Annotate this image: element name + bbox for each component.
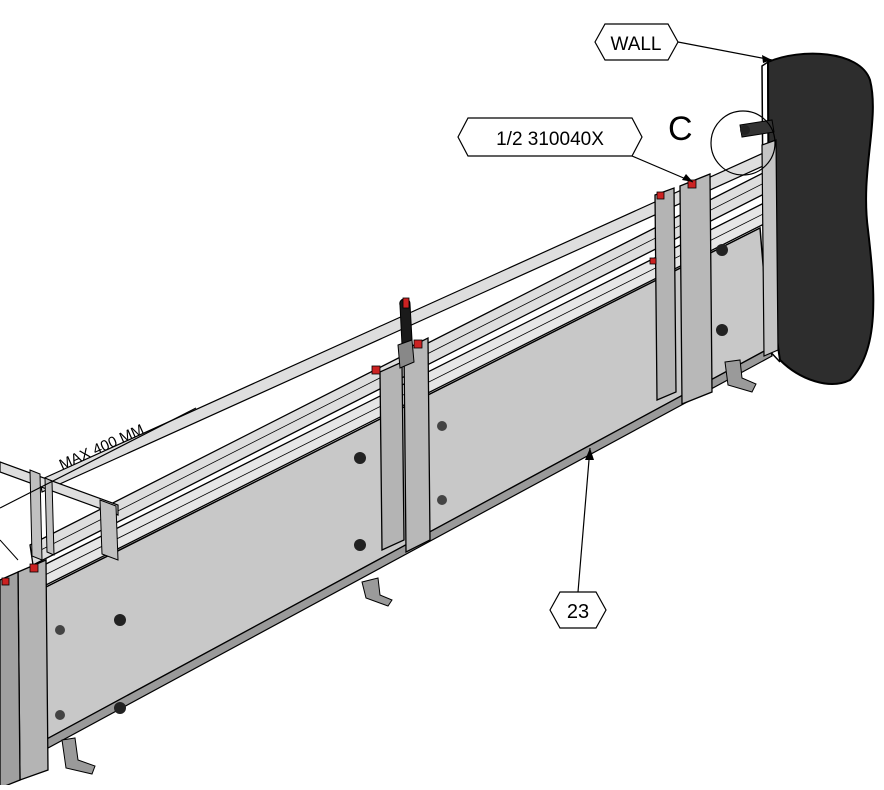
item-callout: 23 [549,447,607,629]
panel-holes [55,244,728,720]
part-callout: 1/2 310040X [457,117,694,183]
wall-label: WALL [610,34,661,55]
part-ref-label: 1/2 310040X [496,129,604,150]
left-post [0,559,96,789]
extension-frame [0,461,119,561]
detail-circle [710,110,776,176]
wall-callout: WALL [594,23,773,63]
right-posts [649,139,779,405]
wall-front [766,52,875,385]
detail-label: C [668,110,693,148]
handle [397,297,415,369]
wall-bracket [739,119,775,138]
wall-block [761,52,875,385]
middle-post [361,336,431,607]
item-label: 23 [567,601,589,623]
